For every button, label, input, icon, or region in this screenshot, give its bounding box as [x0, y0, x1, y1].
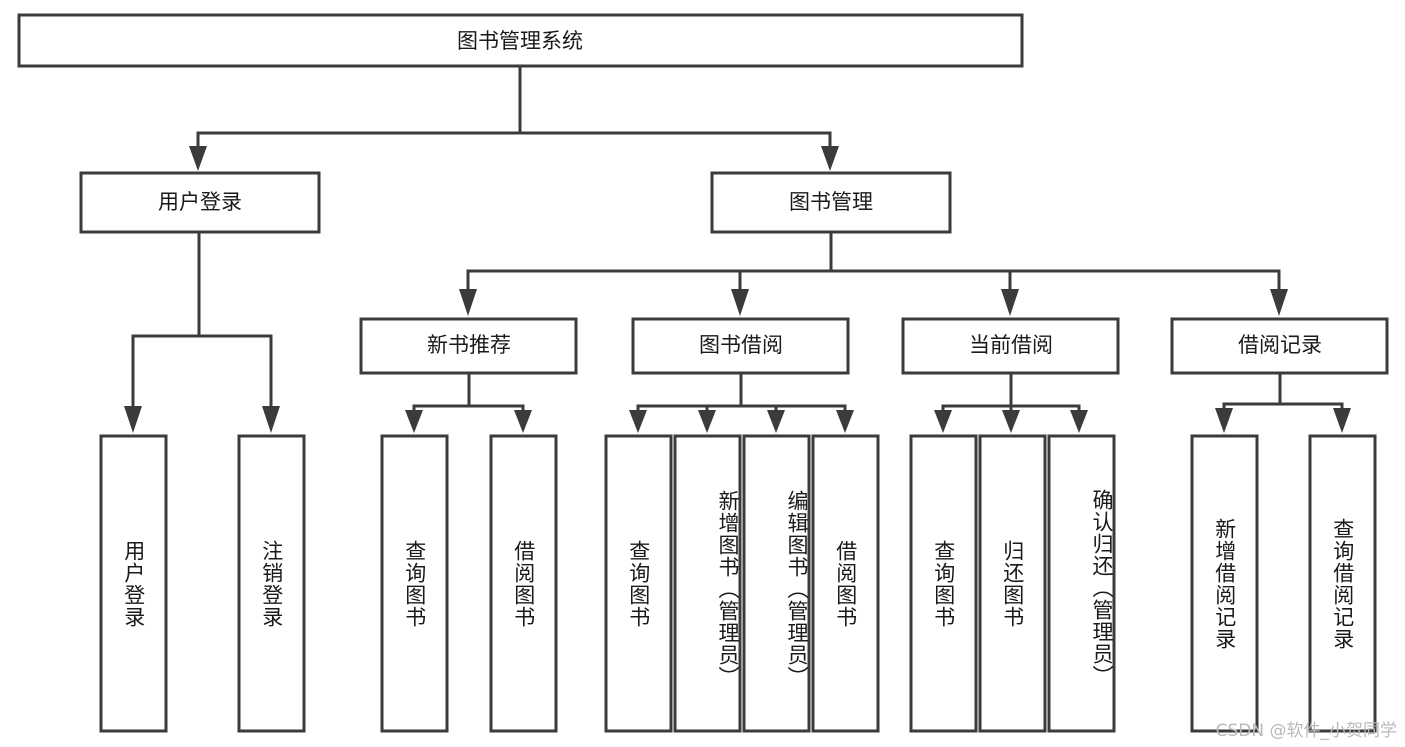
- arrow-book-mgmt-l3-0: [459, 289, 477, 316]
- arrow-book-mgmt-l3-3: [1270, 289, 1288, 316]
- leaf-current-borrow-2-box[interactable]: [1047, 434, 1116, 733]
- arrow-book-borrow-leaf-1: [698, 410, 716, 433]
- arrow-current-borrow-leaf-1: [1002, 410, 1020, 433]
- arrow-new-book-leaf-0: [405, 410, 423, 433]
- arrow-current-borrow-leaf-2: [1070, 410, 1088, 433]
- node-book-mgmt-label: 图书管理: [789, 190, 873, 214]
- arrow-current-borrow-leaf-0: [934, 410, 952, 433]
- leaf-new-book-1-box[interactable]: [489, 434, 558, 733]
- node-book-mgmt-box[interactable]: [710, 171, 952, 234]
- node-borrow-record-box[interactable]: [1170, 317, 1389, 375]
- arrow-book-borrow-leaf-3: [836, 410, 854, 433]
- watermark-text: CSDN @软件_小贺同学: [1215, 721, 1397, 741]
- node-current-borrow-box[interactable]: [901, 317, 1120, 375]
- leaf-user-login-1-box[interactable]: [237, 434, 306, 733]
- node-root-box[interactable]: [17, 13, 1024, 68]
- node-current-borrow-label: 当前借阅: [969, 333, 1053, 357]
- leaf-book-borrow-2-box[interactable]: [742, 434, 811, 733]
- leaf-user-login-0-box[interactable]: [99, 434, 168, 733]
- arrow-new-book-leaf-1: [514, 410, 532, 433]
- arrow-root-to-book-mgmt: [821, 146, 839, 171]
- leaf-new-book-0-box[interactable]: [380, 434, 449, 733]
- arrow-borrow-record-leaf-1: [1333, 408, 1351, 433]
- leaf-borrow-record-1-box[interactable]: [1308, 434, 1377, 733]
- node-user-login-label: 用户登录: [158, 190, 242, 214]
- leaf-borrow-record-0-box[interactable]: [1190, 434, 1259, 733]
- leaf-book-borrow-1-box[interactable]: [673, 434, 742, 733]
- leaf-current-borrow-0-box[interactable]: [909, 434, 978, 733]
- node-new-book-label: 新书推荐: [427, 333, 511, 357]
- arrow-book-borrow-leaf-2: [767, 410, 785, 433]
- leaf-book-borrow-0-box[interactable]: [604, 434, 673, 733]
- arrow-root-to-user-login: [189, 146, 207, 171]
- node-borrow-record-label: 借阅记录: [1238, 333, 1322, 357]
- arrow-book-borrow-leaf-0: [629, 410, 647, 433]
- leaf-current-borrow-1-box[interactable]: [978, 434, 1047, 733]
- node-new-book-box[interactable]: [359, 317, 578, 375]
- node-root-label: 图书管理系统: [457, 29, 583, 53]
- arrow-user-login-leaf-1: [262, 406, 280, 433]
- arrow-borrow-record-leaf-0: [1215, 408, 1233, 433]
- arrow-user-login-leaf-0: [124, 406, 142, 433]
- arrow-book-mgmt-l3-1: [731, 289, 749, 316]
- arrow-book-mgmt-l3-2: [1001, 289, 1019, 316]
- node-book-borrow-label: 图书借阅: [699, 333, 783, 357]
- node-book-borrow-box[interactable]: [631, 317, 850, 375]
- leaf-book-borrow-3-box[interactable]: [811, 434, 880, 733]
